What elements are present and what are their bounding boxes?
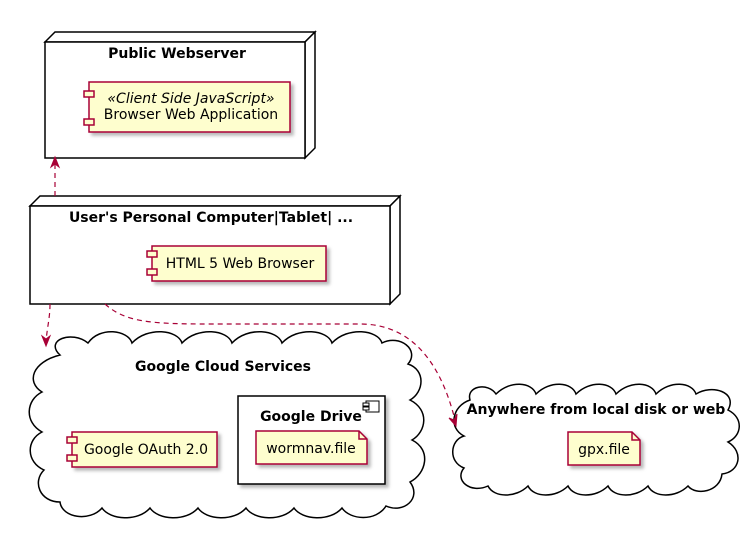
connector-computer-to-google-cloud bbox=[40, 303, 52, 348]
file-gpx[interactable]: gpx.file bbox=[567, 431, 641, 466]
node-title: User's Personal Computer|Tablet| ... bbox=[69, 210, 353, 226]
connector-computer-to-anywhere bbox=[104, 303, 458, 428]
component-label: HTML 5 Web Browser bbox=[166, 256, 315, 272]
file-label: wormnav.file bbox=[266, 441, 356, 457]
file-label: gpx.file bbox=[578, 442, 630, 458]
component-stereotype: «Client Side JavaScript» bbox=[107, 91, 274, 107]
cloud-title: Anywhere from local disk or web bbox=[467, 402, 726, 418]
component-label: Browser Web Application bbox=[104, 107, 278, 123]
component-icon bbox=[362, 400, 380, 413]
component-browser-web-application[interactable]: «Client Side JavaScript» Browser Web App… bbox=[83, 81, 291, 133]
component-label: Google OAuth 2.0 bbox=[84, 442, 208, 458]
component-html5-web-browser[interactable]: HTML 5 Web Browser bbox=[146, 245, 327, 282]
file-wormnav[interactable]: wormnav.file bbox=[255, 430, 368, 465]
connector-computer-to-webserver bbox=[49, 155, 61, 196]
component-title: Google Drive bbox=[260, 409, 362, 425]
node-personal-computer[interactable]: User's Personal Computer|Tablet| ... bbox=[28, 194, 402, 306]
cloud-title: Google Cloud Services bbox=[135, 359, 311, 375]
node-title: Public Webserver bbox=[108, 46, 246, 62]
component-google-oauth[interactable]: Google OAuth 2.0 bbox=[66, 431, 218, 468]
